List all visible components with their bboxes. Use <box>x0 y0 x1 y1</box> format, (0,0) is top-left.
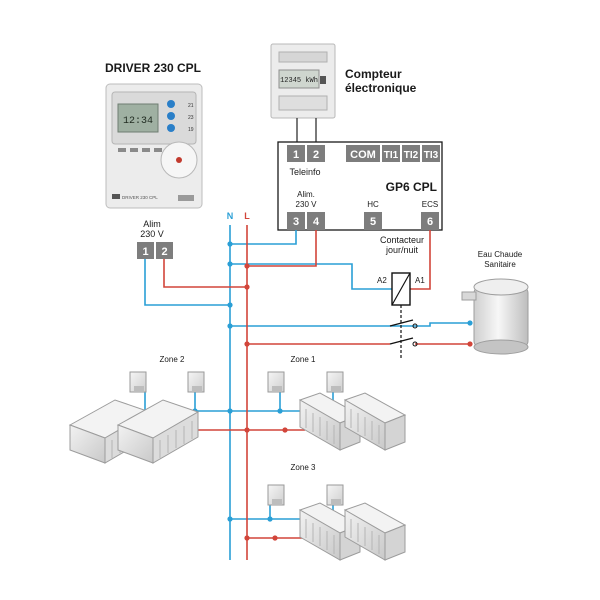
radiator-zone1-2 <box>343 392 407 451</box>
alim-label-2: 230 V <box>140 229 164 239</box>
cpl-module-zone1-a <box>267 371 285 393</box>
thermostat-badge <box>178 195 194 201</box>
zone1-label: Zone 1 <box>291 355 316 364</box>
cpl-module-zone2-a <box>129 371 147 393</box>
brand-logo <box>112 194 120 199</box>
contactor-day-night: Contacteur jour/nuit A2 A1 <box>377 235 425 360</box>
cpl-module-zone2-b <box>187 371 205 393</box>
gp6-terminal-2 <box>307 145 325 162</box>
gp6-terminal-ti2 <box>402 145 420 162</box>
thermostat-bottom-label: DRIVER 230 CPL <box>122 195 158 200</box>
thermostat-driver: DRIVER 230 CPL 12:34 21 23 19 DRIVER 230… <box>105 61 203 209</box>
gp6-terminal-3 <box>287 212 305 230</box>
side-label-3: 19 <box>188 127 194 133</box>
gp6-module: 1 2 COM TI1 TI2 TI3 Teleinfo GP6 CPL Ali… <box>277 141 443 231</box>
electronic-meter: 12345 kWh Compteur électronique <box>270 43 417 119</box>
gp6-terminal-ti3 <box>422 145 440 162</box>
alim-terminal-1 <box>137 242 154 259</box>
gp6-title: GP6 CPL <box>386 180 437 194</box>
gp6-terminal-1-label: 1 <box>293 149 299 161</box>
contactor-label-2: jour/nuit <box>385 245 419 255</box>
gp6-terminal-5-label: 5 <box>370 216 376 228</box>
meter-led-icon <box>320 76 326 84</box>
cpl-module-zone3-b <box>326 484 344 506</box>
cpl-modules <box>129 371 344 506</box>
thermostat-title: DRIVER 230 CPL <box>105 61 201 75</box>
meter-title-line2: électronique <box>345 81 417 95</box>
water-heater-tank <box>473 286 529 348</box>
coil-diagonal <box>391 272 411 306</box>
side-label-2: 23 <box>188 115 194 121</box>
contactor-a2-label: A2 <box>377 276 387 285</box>
cpl-module-zone1-b <box>326 371 344 393</box>
gp6-terminal-4-label: 4 <box>313 216 320 228</box>
switch-contact-l <box>412 341 418 347</box>
cpl-module-zone3-a <box>267 484 285 506</box>
gp6-terminal-1 <box>287 145 305 162</box>
contactor-switch-l <box>389 337 414 345</box>
gp6-alim-label-1: Alim. <box>297 190 315 199</box>
contactor-switch-n <box>389 319 414 327</box>
gp6-terminal-ti2-label: TI2 <box>404 150 419 161</box>
radiator-zone2-2 <box>116 399 200 464</box>
plus-button[interactable] <box>167 112 175 120</box>
contactor-a1-label: A1 <box>415 276 425 285</box>
gp6-terminal-ti3-label: TI3 <box>424 150 439 161</box>
gp6-terminal-4 <box>307 212 325 230</box>
line-wires <box>150 225 470 560</box>
gp6-terminal-2-label: 2 <box>313 149 319 161</box>
gp6-terminal-6-label: 6 <box>427 216 433 228</box>
gp6-terminal-ti1-label: TI1 <box>384 150 399 161</box>
mode-switch-row <box>118 148 162 152</box>
line-label: L <box>244 211 250 221</box>
gp6-ecs-label: ECS <box>422 200 438 209</box>
water-heater-bottom <box>473 339 529 355</box>
water-heater: Eau Chaude Sanitaire <box>461 250 529 355</box>
alim-230v: Alim 230 V 1 2 <box>137 219 173 259</box>
switch-contact-n <box>412 323 418 329</box>
contactor-label-1: Contacteur <box>380 235 424 245</box>
minus-button[interactable] <box>167 124 175 132</box>
gp6-terminal-5 <box>364 212 382 230</box>
alim-terminal-2-label: 2 <box>161 246 167 258</box>
meter-display <box>278 69 320 89</box>
gp6-terminal-com <box>346 145 380 162</box>
dial-marker-icon <box>176 157 182 163</box>
radiator-zone3-2 <box>343 502 407 561</box>
water-heater-label-2: Sanitaire <box>484 260 516 269</box>
gp6-terminal-6 <box>421 212 439 230</box>
mode-button[interactable] <box>167 100 175 108</box>
thermostat-lcd <box>117 103 159 133</box>
alim-label-1: Alim <box>143 219 161 229</box>
neutral-label: N <box>227 211 234 221</box>
meter-title-line1: Compteur <box>345 67 402 81</box>
thermostat-lcd-value: 12:34 <box>123 116 153 127</box>
gp6-terminal-com-label: COM <box>350 149 376 161</box>
zone3-label: Zone 3 <box>291 463 316 472</box>
alim-terminal-2 <box>156 242 173 259</box>
water-heater-top <box>473 278 529 296</box>
meter-display-value: 12345 kWh <box>280 77 318 85</box>
meter-top-plate <box>278 51 328 63</box>
teleinfo-label: Teleinfo <box>289 167 320 177</box>
alim-terminal-1-label: 1 <box>142 246 148 258</box>
zone2-label: Zone 2 <box>160 355 185 364</box>
meter-terminal-cover <box>278 95 328 111</box>
gp6-terminal-3-label: 3 <box>293 216 299 228</box>
gp6-alim-label-2: 230 V <box>296 200 318 209</box>
water-heater-bracket-icon <box>461 291 477 301</box>
side-label-1: 21 <box>188 103 194 109</box>
radiators <box>68 392 407 561</box>
gp6-hc-label: HC <box>367 200 379 209</box>
teleinfo-wires <box>296 118 317 145</box>
gp6-terminal-ti1 <box>382 145 400 162</box>
water-heater-label-1: Eau Chaude <box>478 250 523 259</box>
